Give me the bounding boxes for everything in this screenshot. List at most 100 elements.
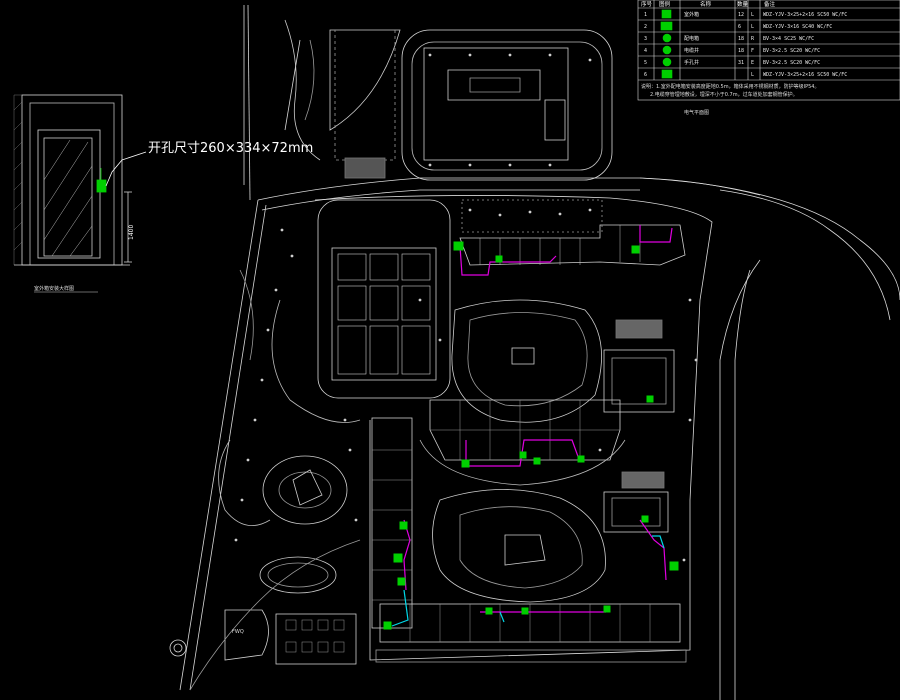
distribution-box-marker — [453, 241, 464, 251]
legend-symbol-outdoor-box — [661, 9, 672, 19]
legend-symbol-distribution — [662, 33, 672, 43]
electrical-circuits — [391, 225, 673, 627]
feeder-north-1 — [459, 245, 557, 276]
legend-row-no: 5 — [644, 60, 647, 66]
feeder-cyan-west — [391, 589, 409, 627]
distribution-box-marker — [533, 457, 541, 465]
east-building-1 — [603, 349, 675, 413]
box-installation-detail — [13, 94, 147, 266]
legend-header: 序号 图例 名称 数量 备注 — [641, 0, 776, 8]
south-path — [375, 649, 687, 663]
distribution-box-marker — [641, 515, 649, 523]
west-oval-plaza — [262, 455, 348, 525]
west-oval-lawn — [259, 556, 337, 594]
parking-garage-building — [423, 47, 569, 161]
legend-row-name: 室外箱 — [684, 11, 699, 18]
detail-box-symbol — [96, 179, 107, 193]
nw-block-road — [317, 199, 451, 399]
detail-height-dimension: 1400 — [128, 225, 135, 240]
distribution-box-marker — [603, 605, 611, 613]
legend-row-unit: F — [751, 48, 754, 54]
feeder-east — [639, 519, 667, 581]
legend-row-spec: WDZ-YJV-3×16 SC40 WC/FC — [763, 24, 832, 30]
legend-row-spec: BV-3×2.5 SC20 WC/FC — [763, 60, 820, 66]
legend-row-no: 6 — [644, 72, 647, 78]
legend-row-qty: 18 — [738, 48, 744, 54]
opening-size-note: 开孔尺寸260×334×72mm — [148, 141, 313, 156]
detail-wall-hatch — [13, 94, 23, 265]
equipment-markers — [383, 241, 679, 630]
central-garden-loop — [451, 299, 602, 423]
legend-table — [637, 0, 900, 101]
legend-row-name: 配电箱 — [684, 35, 699, 42]
distribution-box-marker — [646, 395, 654, 403]
detail-caption: 室外箱安装大样图 — [34, 285, 74, 292]
legend-row-spec: BV-3×4 SC25 WC/FC — [763, 36, 814, 42]
pavilion — [511, 347, 535, 365]
top-loop-road — [329, 29, 401, 131]
distribution-box-marker — [383, 621, 392, 630]
distribution-box-marker — [397, 577, 406, 586]
distribution-box-marker — [577, 455, 585, 463]
detail-door-hatch — [43, 139, 93, 257]
distribution-box-marker — [393, 553, 403, 563]
distribution-box-marker — [461, 459, 470, 468]
tree-dots — [234, 53, 698, 562]
legend-symbol-box — [660, 21, 673, 31]
detail-outer-frame — [21, 94, 123, 266]
east-grey-building-2 — [621, 471, 665, 489]
legend-row-qty: 6 — [738, 24, 741, 30]
east-building-2 — [603, 491, 669, 533]
feeder-cyan-east — [652, 535, 665, 549]
detail-door-panel — [43, 137, 93, 257]
legend-row-no: 2 — [644, 24, 647, 30]
detail-door-frame — [37, 129, 101, 259]
detail-leader-line — [105, 151, 147, 187]
parking-garage-outline — [401, 29, 613, 181]
distribution-box-marker — [485, 607, 493, 615]
legend-row-unit: L — [751, 24, 754, 30]
legend-row-qty: 31 — [738, 60, 744, 66]
distribution-box-marker — [521, 607, 529, 615]
distribution-box-marker — [399, 521, 408, 530]
legend-row-no: 4 — [644, 48, 647, 54]
site-plan — [169, 4, 900, 700]
legend-header-no: 序号 — [641, 0, 653, 8]
garden-pavilion — [504, 534, 546, 566]
feeder-north-2 — [639, 225, 673, 243]
legend-row-spec: BV-3×2.5 SC20 WC/FC — [763, 48, 820, 54]
legend-caption: 电气平面图 — [684, 109, 709, 116]
legend-row-spec: WDZ-YJV-3×25+2×16 SC50 WC/FC — [763, 12, 847, 18]
legend-frame — [637, 0, 900, 101]
west-building — [371, 417, 413, 629]
legend-header-qty: 数量 — [737, 0, 749, 8]
east-grey-building-1 — [615, 319, 663, 339]
south-west-building — [224, 609, 269, 661]
distribution-box-marker — [631, 245, 640, 254]
plan-fire-label: FWQ — [232, 629, 244, 635]
legend-row-unit: L — [751, 12, 754, 18]
legend-symbol-cable-well — [662, 45, 672, 55]
legend-row-no: 1 — [644, 12, 647, 18]
feeder-west — [403, 519, 411, 591]
distribution-box-marker — [519, 451, 527, 459]
legend-row-unit: L — [751, 72, 754, 78]
legend-row-spec: WDZ-YJV-3×25+2×16 SC50 WC/FC — [763, 72, 847, 78]
legend-row-qty: 18 — [738, 36, 744, 42]
distribution-box-marker — [495, 255, 503, 263]
distribution-box-marker — [669, 561, 679, 571]
southwest-circle-marker — [169, 639, 187, 657]
legend-row-name: 手孔井 — [684, 59, 699, 66]
sports-court — [275, 613, 357, 665]
legend-header-symbol: 图例 — [659, 0, 671, 8]
nw-building — [331, 247, 437, 381]
site-boundary-lines — [179, 4, 900, 700]
legend-symbol-extra — [661, 69, 673, 79]
legend-note-2: 2.电缆穿管埋地敷设，埋深不小于0.7m，过车道处加套钢管保护。 — [650, 91, 798, 98]
legend-header-remark: 备注 — [764, 0, 776, 8]
legend-row-no: 3 — [644, 36, 647, 42]
legend-row-unit: R — [751, 36, 755, 42]
site-inner-boundary — [314, 195, 713, 661]
legend-row-unit: E — [751, 60, 754, 66]
